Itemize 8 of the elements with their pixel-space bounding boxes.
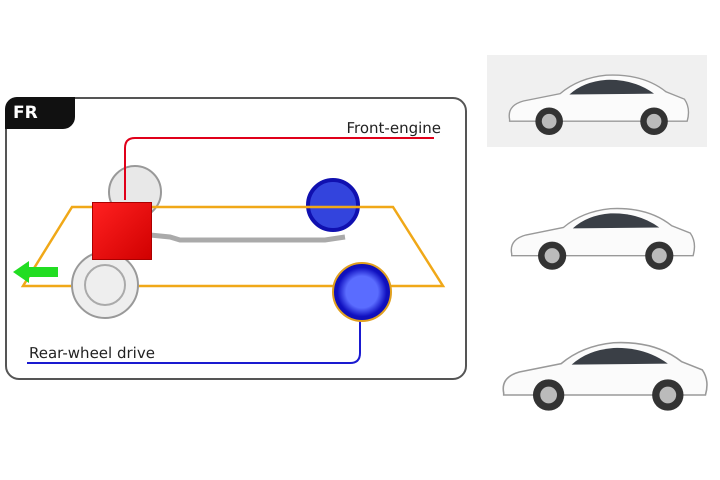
leader-label: Front-engine — [329, 117, 441, 139]
car-picture — [487, 55, 707, 147]
heading-tab: FR — [5, 97, 75, 129]
leader-line — [27, 320, 361, 364]
diagram-panel — [5, 97, 467, 380]
leader-label: Rear-wheel drive — [29, 342, 199, 364]
engine-block — [92, 202, 152, 260]
leader-line — [124, 137, 434, 200]
